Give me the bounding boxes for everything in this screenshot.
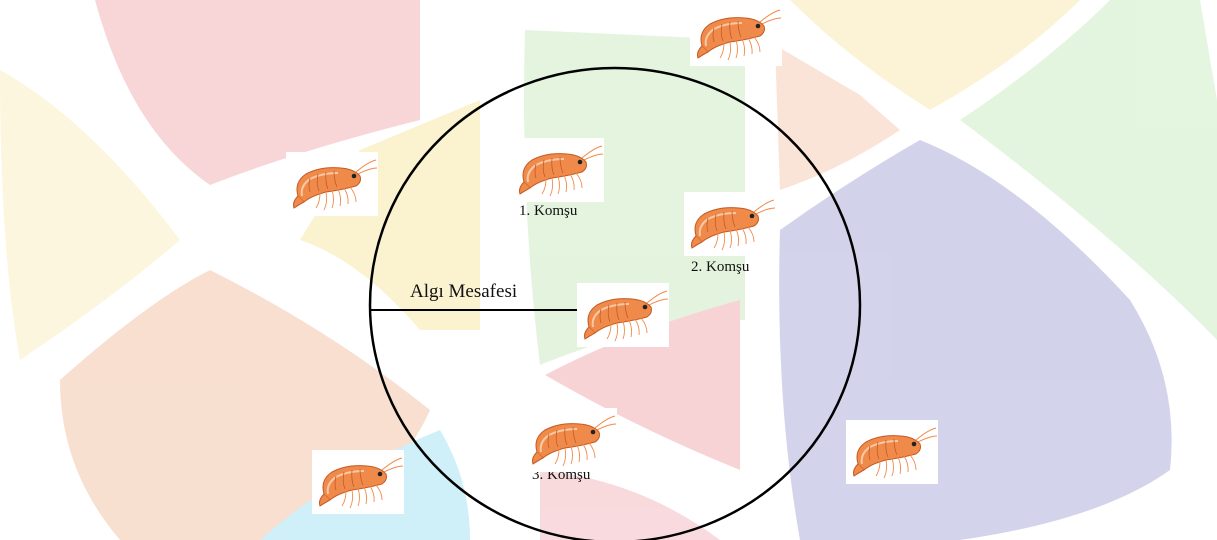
krill-neighbor-2-icon bbox=[684, 192, 776, 256]
bg-red-center-segment bbox=[545, 300, 740, 470]
bg-yellow-center-segment bbox=[300, 100, 480, 330]
bg-green-right-segment bbox=[960, 0, 1217, 340]
bg-yellow-left-segment bbox=[0, 70, 180, 360]
krill-neighbor-3-icon bbox=[525, 408, 617, 472]
bg-pink-bottom-segment bbox=[540, 470, 720, 540]
bg-yellow-top-segment bbox=[790, 0, 1080, 110]
krill-icon bbox=[286, 152, 378, 216]
krill-central-icon bbox=[577, 283, 669, 347]
krill-neighbor-1-icon bbox=[512, 138, 604, 202]
krill-icon bbox=[690, 2, 782, 66]
krill-icon bbox=[312, 450, 404, 514]
perception-distance-label: Algı Mesafesi bbox=[410, 281, 518, 302]
bg-green-center-segment bbox=[524, 30, 745, 365]
neighbor-1-label: 1. Komşu bbox=[519, 203, 578, 219]
krill-icon bbox=[846, 420, 938, 484]
bg-orange-small-segment bbox=[775, 45, 900, 190]
bg-red-segment bbox=[95, 0, 420, 185]
perception-circle bbox=[368, 66, 862, 540]
neighbor-2-label: 2. Komşu bbox=[691, 259, 750, 275]
